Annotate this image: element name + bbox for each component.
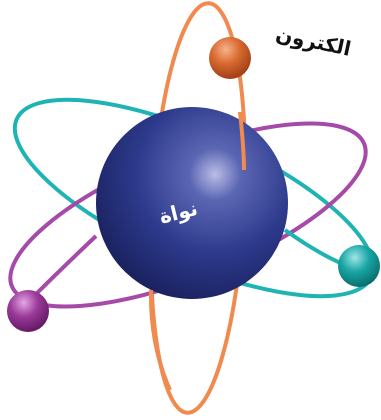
electron-teal (338, 245, 380, 287)
electron-purple (7, 290, 49, 332)
electron-label: الكترون (274, 22, 353, 61)
electron-orange (209, 37, 251, 79)
